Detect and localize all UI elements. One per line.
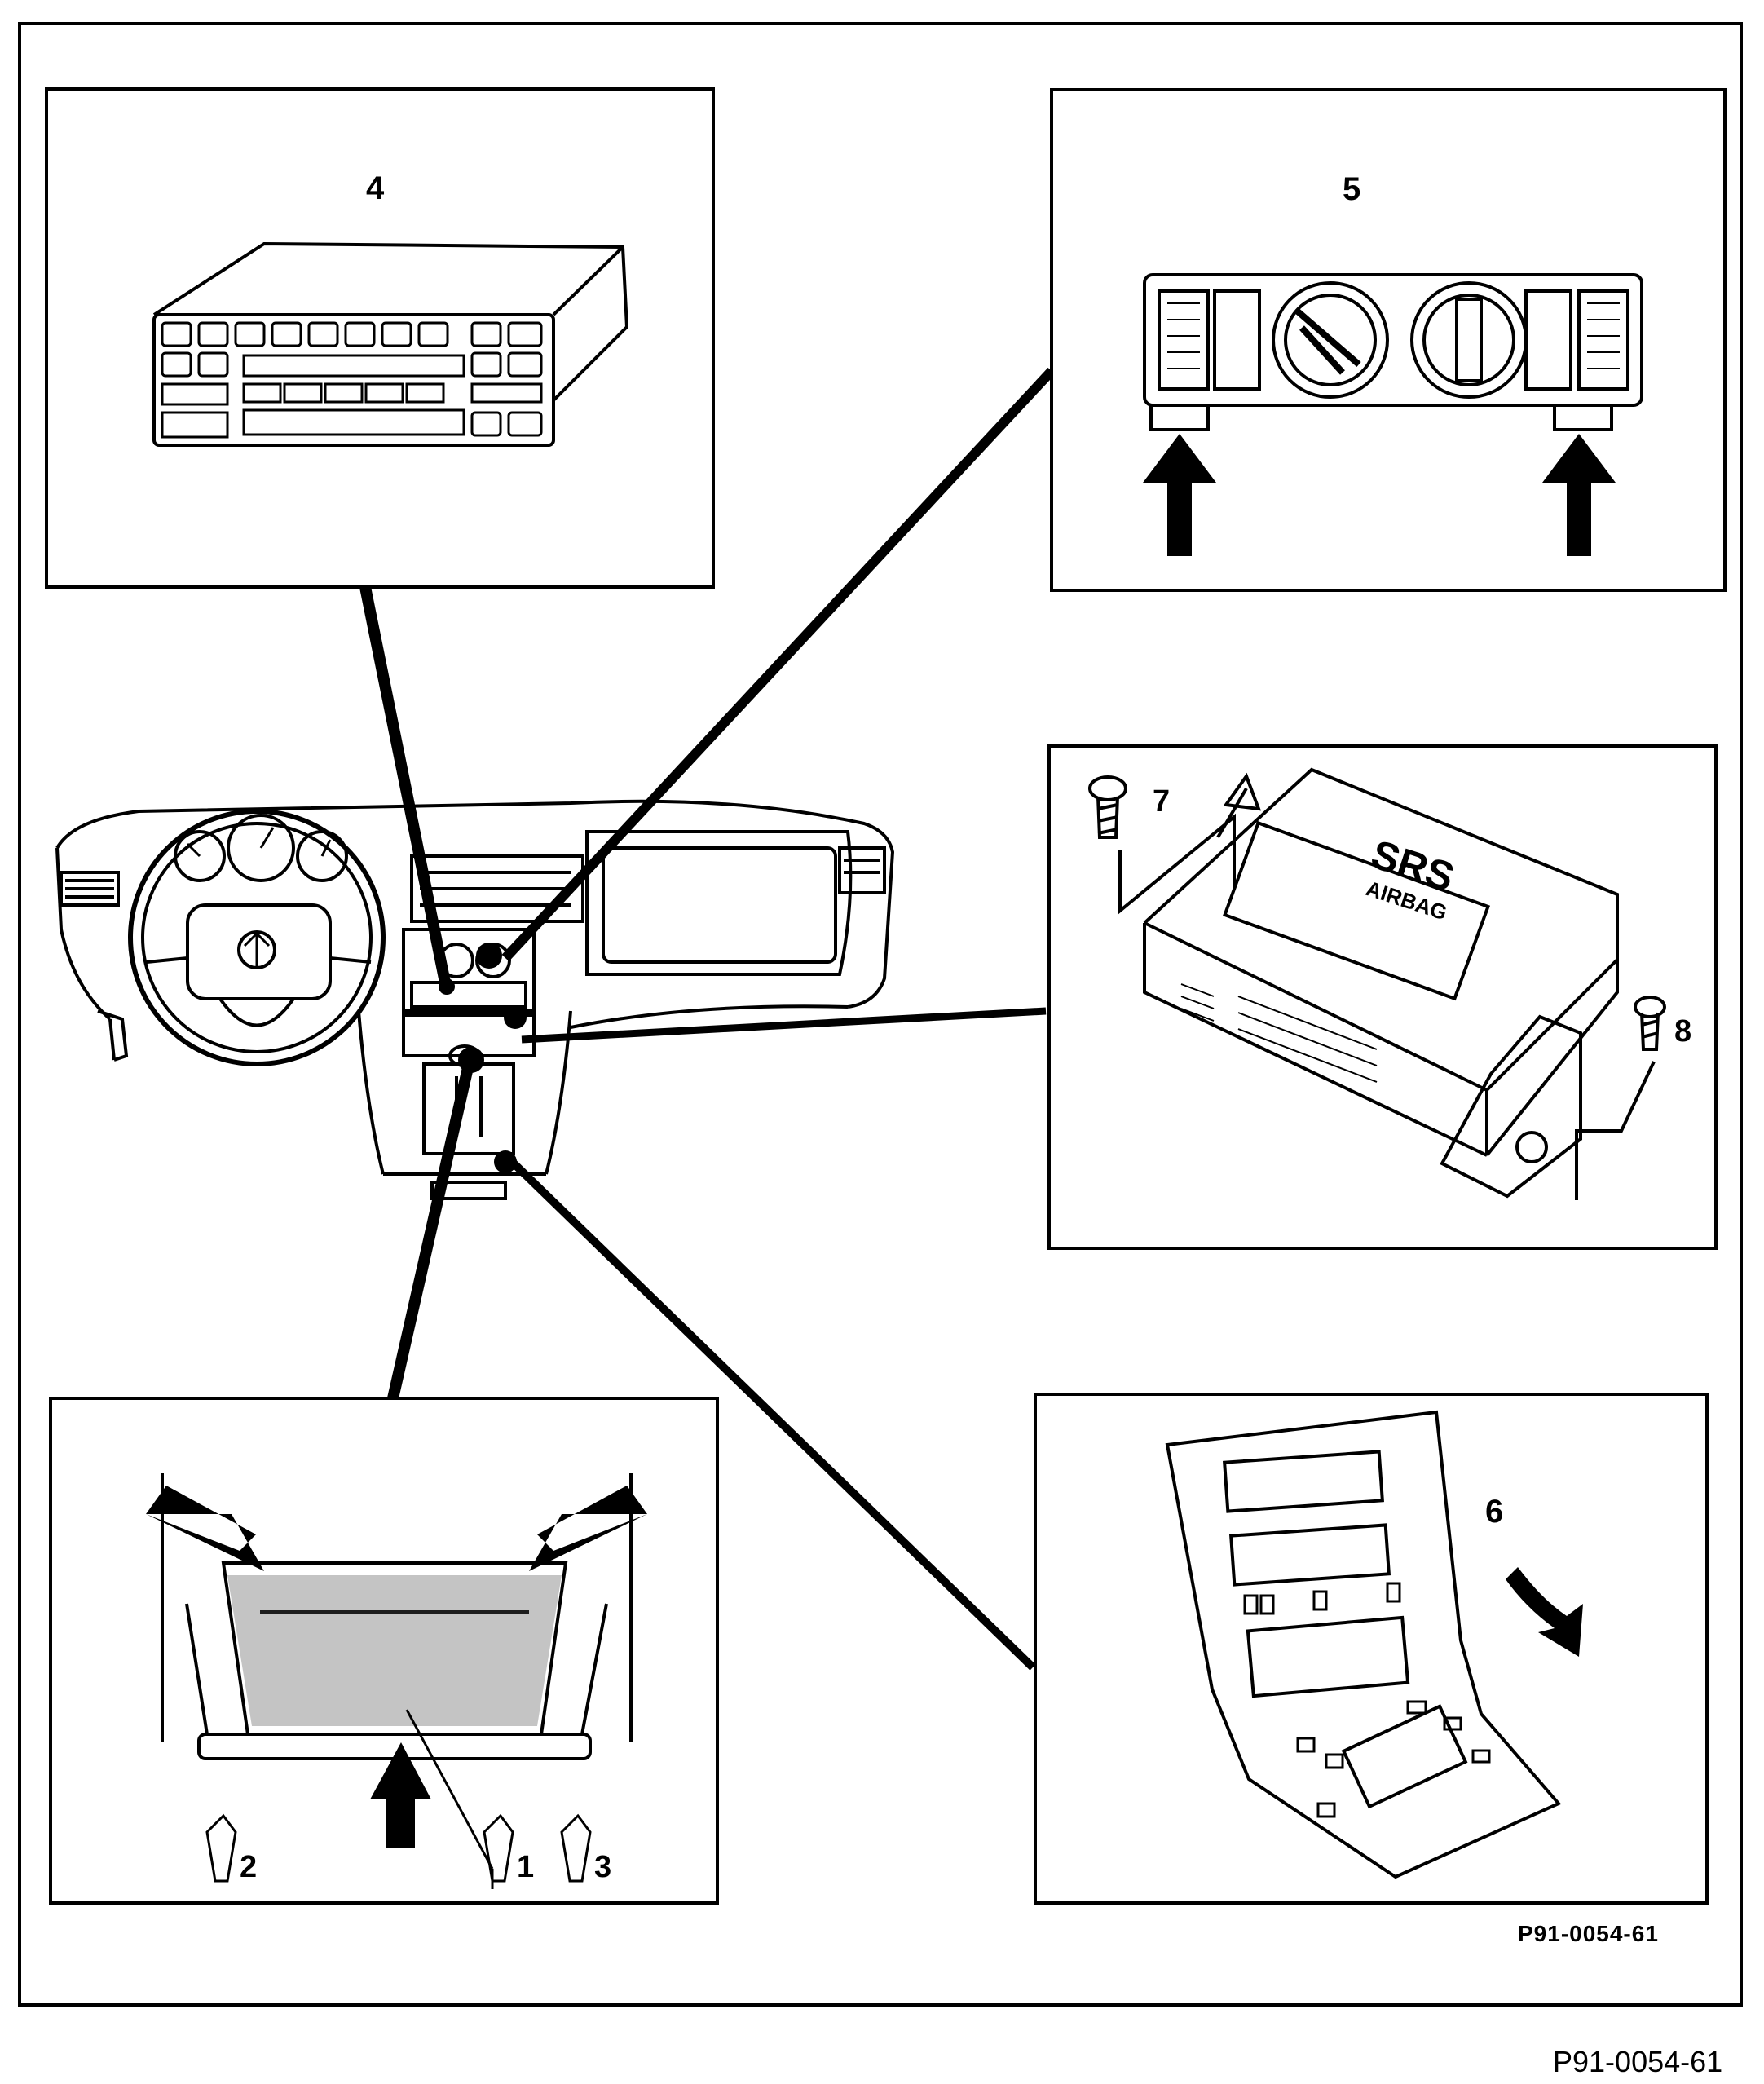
radio-unit-drawing — [152, 241, 629, 447]
srs-unit-drawing: SRS AIRBAG 7 8 — [1088, 767, 1691, 1200]
arrow-up-icon — [370, 1742, 431, 1848]
diagram-frame — [18, 22, 1743, 2007]
radio-panel: 4 — [45, 87, 715, 589]
callout-1: 1 — [517, 1850, 534, 1884]
leader-line-climate — [501, 367, 1056, 962]
climate-control-panel: 5 — [1050, 88, 1727, 592]
rotation-arrow-icon — [1506, 1567, 1583, 1657]
reference-code-caption: P91-0054-61 — [1553, 2045, 1723, 2078]
marker-ashtray — [458, 1047, 484, 1073]
marker-climate — [476, 943, 502, 969]
ashtray-drawing: 2 1 3 — [146, 1473, 647, 1889]
leader-line-radio — [359, 585, 452, 992]
callout-6: 6 — [1485, 1494, 1504, 1530]
arrow-up-left-icon — [1143, 434, 1216, 556]
console-drawing — [1165, 1410, 1583, 1879]
marker-radio — [439, 978, 455, 995]
ashtray-panel: 2 1 3 — [49, 1397, 719, 1905]
marker-console — [494, 1150, 517, 1173]
climate-unit-drawing — [1143, 273, 1643, 556]
marker-srs — [504, 1006, 527, 1029]
reference-code-inner: P91-0054-61 — [1518, 1921, 1659, 1946]
callout-5: 5 — [1343, 171, 1361, 207]
callout-2: 2 — [240, 1850, 257, 1884]
leader-line-console — [501, 1150, 1036, 1671]
srs-control-unit-panel: SRS AIRBAG 7 8 — [1047, 744, 1718, 1250]
callout-7: 7 — [1153, 784, 1170, 819]
callout-8: 8 — [1674, 1014, 1691, 1049]
leader-line-srs — [521, 1007, 1047, 1044]
arrow-up-right-icon — [1542, 434, 1616, 556]
callout-4: 4 — [366, 170, 385, 206]
arrow-left-icon — [146, 1486, 264, 1571]
console-panel: 6 — [1034, 1393, 1709, 1905]
arrow-right-icon — [529, 1486, 647, 1571]
callout-3: 3 — [594, 1850, 611, 1884]
